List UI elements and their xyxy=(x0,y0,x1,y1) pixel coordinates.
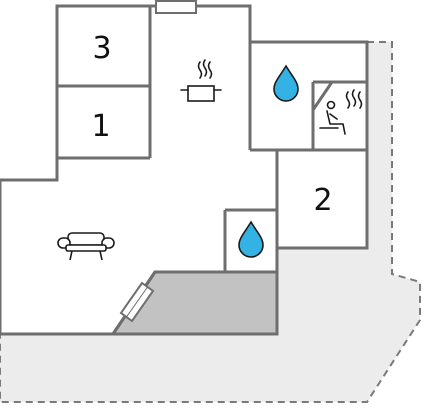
room-label-3: 3 xyxy=(92,31,111,66)
outer-terrace xyxy=(0,41,421,403)
window-icon xyxy=(155,0,197,14)
water-drop-icon xyxy=(238,220,264,258)
sauna-icon xyxy=(319,89,363,135)
door-icon xyxy=(119,281,155,323)
room-label-2: 2 xyxy=(313,183,332,218)
room-label-1: 1 xyxy=(91,109,110,144)
water-drop-icon xyxy=(273,64,299,102)
cooking-pot-icon xyxy=(180,59,222,102)
sofa-icon xyxy=(57,232,115,261)
